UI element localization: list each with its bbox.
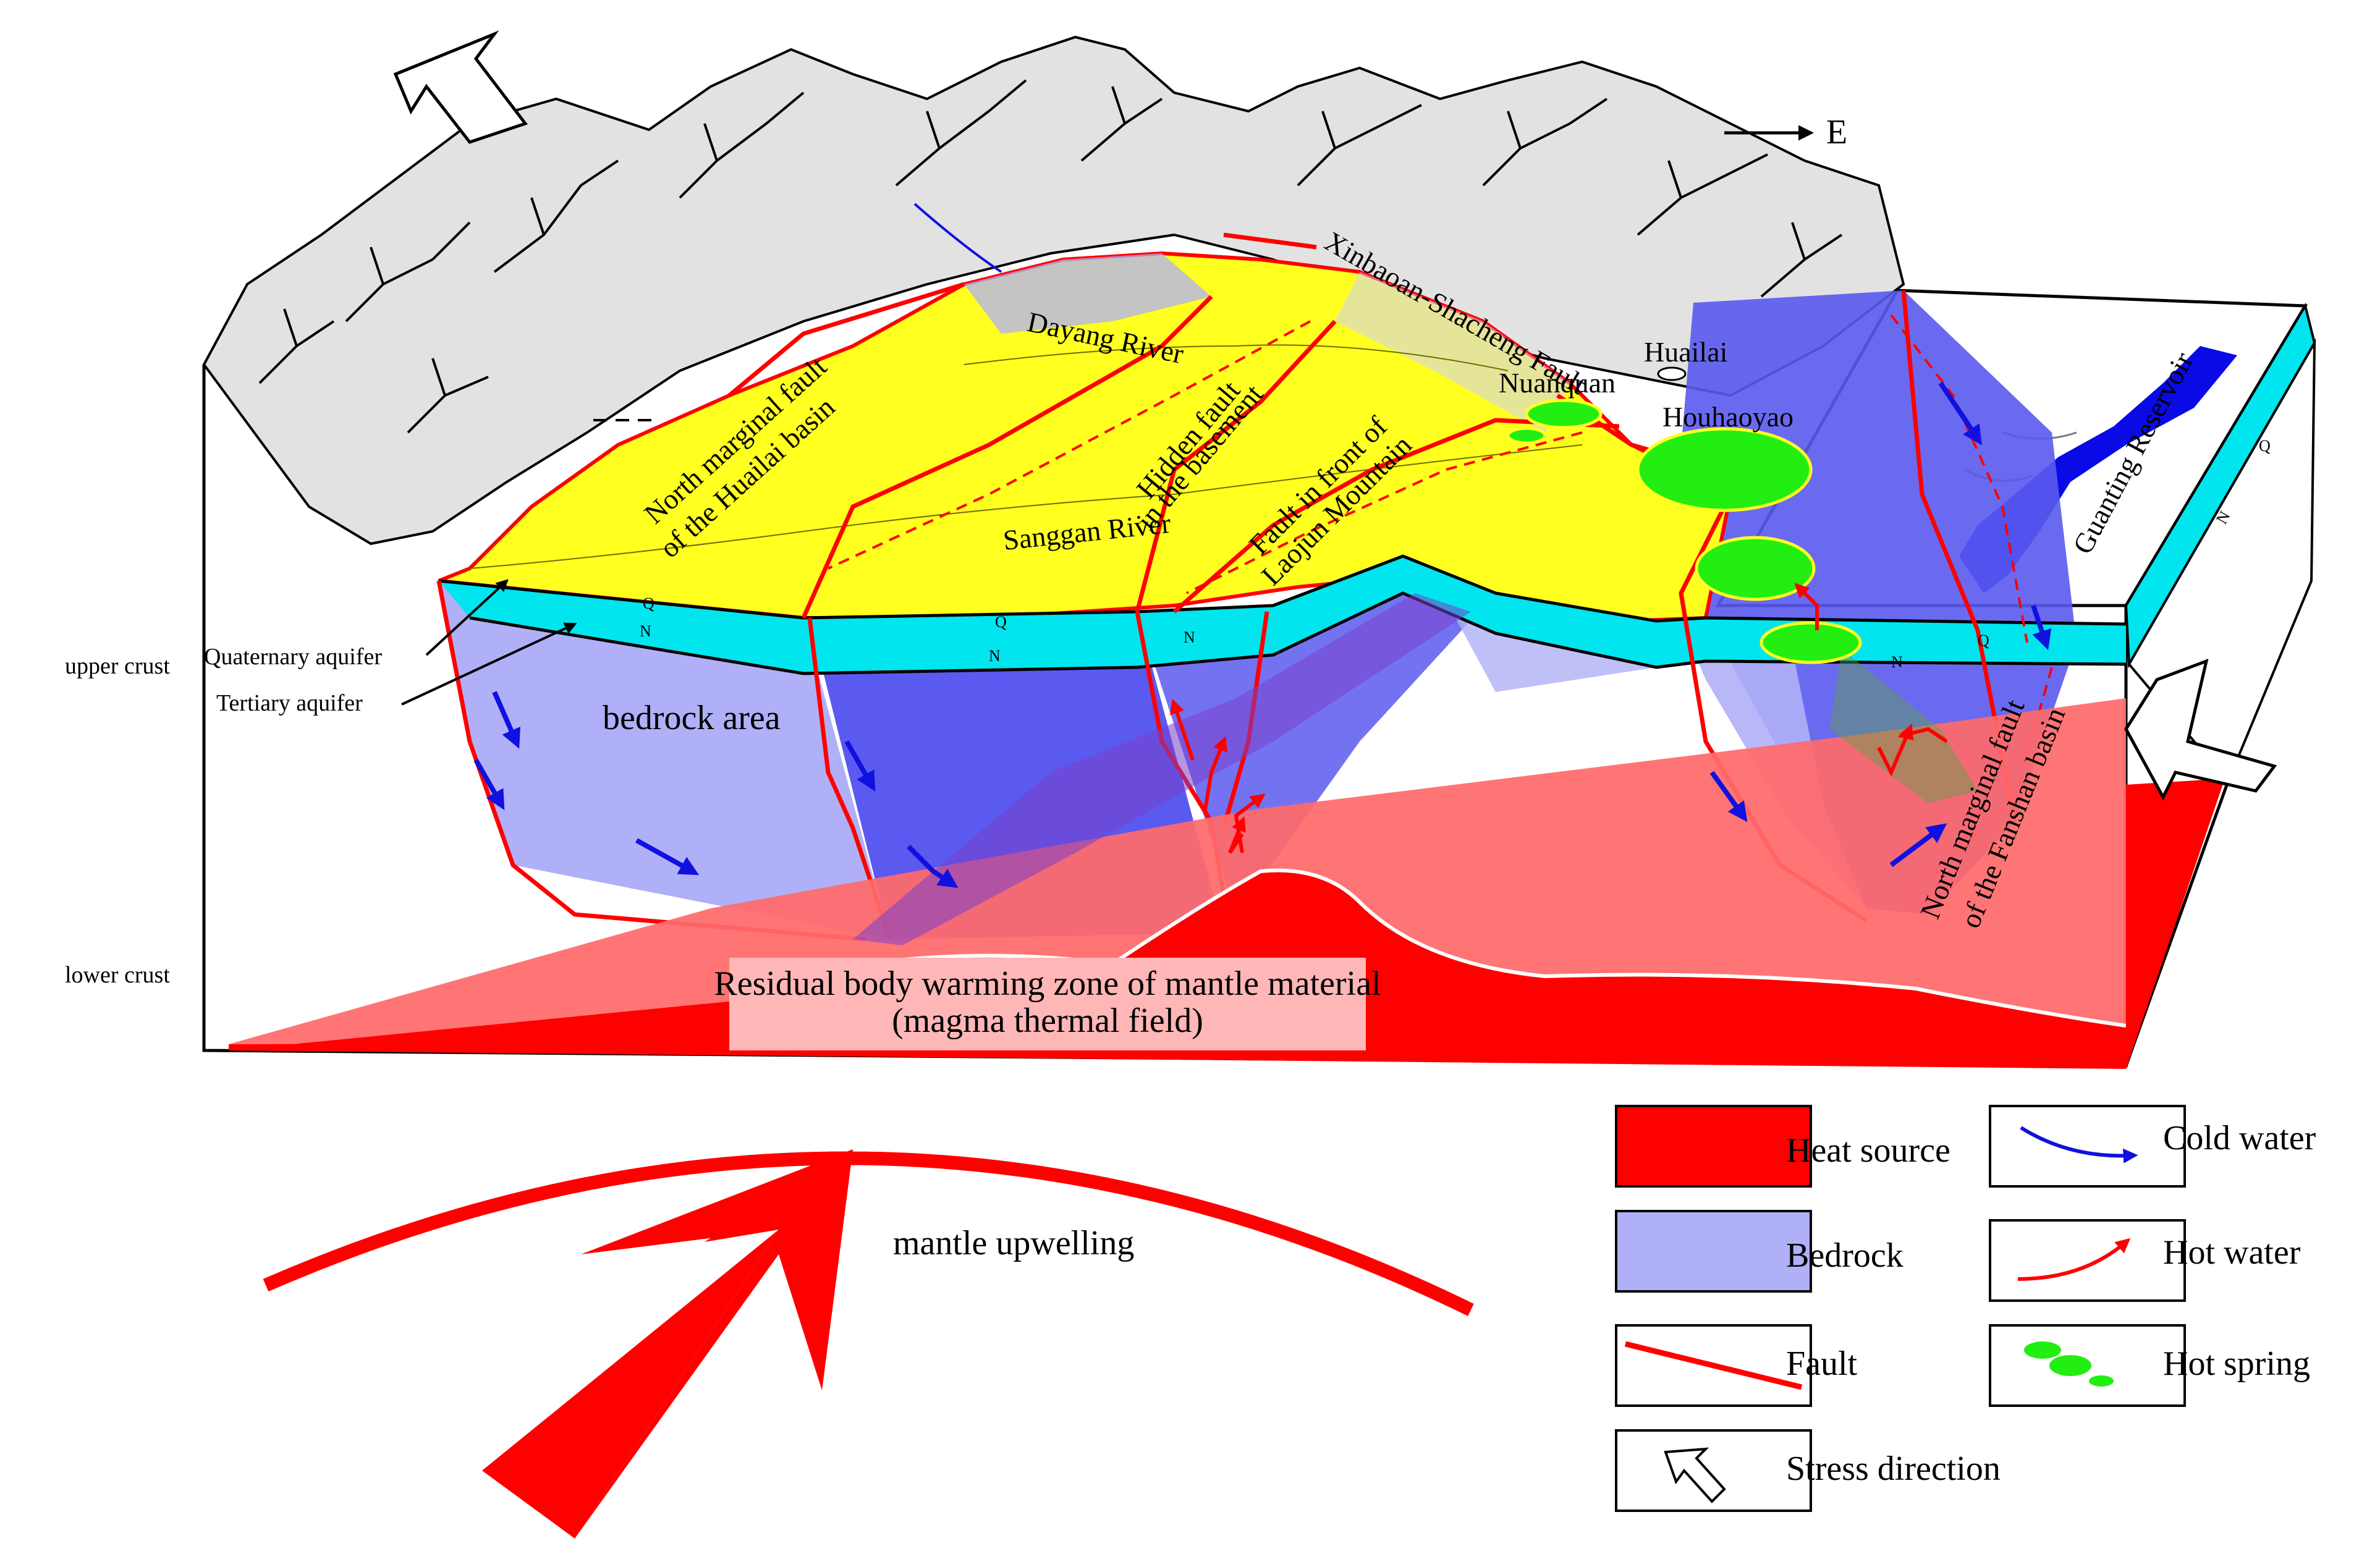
mantle-upwelling-arrow <box>263 1149 1474 1539</box>
heat-source <box>229 698 2225 1069</box>
label-lower-crust: lower crust <box>65 962 170 988</box>
spring-nuanquan <box>1525 399 1603 429</box>
stress-arrow-nw <box>393 30 528 144</box>
label-n-4: N <box>1891 653 1903 671</box>
label-tertiary-aquifer: Tertiary aquifer <box>216 690 363 716</box>
legend-fault-label: Fault <box>1786 1345 1858 1383</box>
label-heat-zone-1: Residual body warming zone of mantle mat… <box>714 965 1381 1003</box>
legend-hot-spring-box <box>1989 1324 2186 1407</box>
legend-bedrock-swatch <box>1615 1210 1812 1293</box>
legend-cold-water-label: Cold water <box>2163 1119 2316 1157</box>
mountain-range <box>202 35 1905 546</box>
label-q-2: Q <box>995 613 1007 631</box>
label-heat-zone-2: (magma thermal field) <box>892 1002 1203 1040</box>
spring-houhaoyao-3 <box>1760 621 1862 664</box>
label-quaternary-aquifer: Quaternary aquifer <box>204 644 382 670</box>
stress-arrow-se <box>2124 659 2277 801</box>
label-bedrock-area: bedrock area <box>603 699 781 737</box>
aquifer-strips <box>438 554 2127 675</box>
hot-springs <box>1506 399 1862 664</box>
label-houhaoyao: Houhaoyao <box>1662 401 1793 433</box>
legend-stress-icon <box>1664 1447 1726 1503</box>
label-q-1: Q <box>643 594 654 612</box>
label-q-3: Q <box>1978 631 1989 649</box>
label-q-4: Q <box>2259 437 2271 455</box>
cold-water-arrows <box>473 381 2052 889</box>
legend-stress-label: Stress direction <box>1786 1450 2001 1488</box>
legend-hot-spring-label: Hot spring <box>2163 1345 2310 1383</box>
label-n-3: N <box>1184 628 1195 646</box>
basin-surface <box>438 251 1733 627</box>
spring-houhaoyao-1 <box>1636 427 1813 512</box>
label-nuanquan: Nuanquan <box>1499 367 1616 399</box>
label-n-2: N <box>989 647 1001 665</box>
label-huailai: Huailai <box>1644 336 1727 368</box>
legend-cold-water-box <box>1989 1105 2186 1188</box>
legend-hot-water-box <box>1989 1219 2186 1302</box>
legend-heat-source-label: Heat source <box>1786 1131 1950 1170</box>
hot-water-arrows <box>1170 583 1948 854</box>
leader-arrows <box>401 579 577 706</box>
legend-heat-source-swatch <box>1615 1105 1812 1188</box>
heat-zone-label-box <box>729 958 1366 1050</box>
east-direction: E <box>1724 113 1847 151</box>
legend-cold-water-arrow <box>2020 1126 2138 1163</box>
label-upper-crust: upper crust <box>65 653 170 679</box>
spring-houhaoyao-2 <box>1695 536 1816 601</box>
label-n-1: N <box>640 622 651 640</box>
label-mantle-upwelling: mantle upwelling <box>893 1224 1134 1262</box>
legend-hot-water-label: Hot water <box>2163 1233 2301 1272</box>
huailai-marker <box>1657 366 1687 381</box>
legend-hot-water-arrow <box>2017 1238 2131 1281</box>
legend-bedrock-label: Bedrock <box>1786 1236 1904 1275</box>
legend: Heat source Bedrock Fault Stress directi… <box>1615 1105 2316 1512</box>
east-label: E <box>1826 113 1847 151</box>
